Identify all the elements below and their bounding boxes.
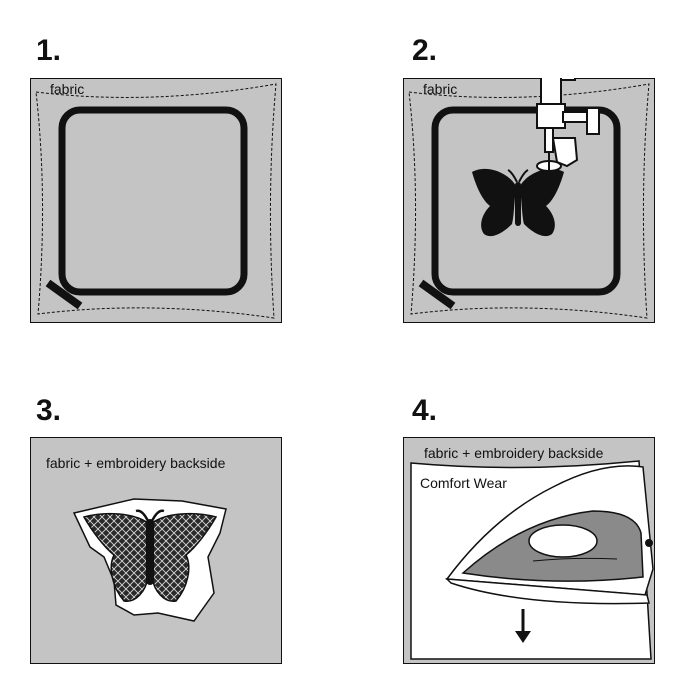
step-2-label: fabric xyxy=(423,81,458,97)
fabric-dashed-outline xyxy=(408,83,650,319)
arrow-down-icon xyxy=(515,609,531,643)
steam-iron-icon xyxy=(445,465,654,605)
fabric-dashed-outline xyxy=(35,83,277,319)
step-2-number: 2. xyxy=(412,34,438,67)
sewing-machine-foot-icon xyxy=(536,78,600,172)
step-3-label: fabric + embroidery backside xyxy=(46,455,226,471)
butterfly-icon xyxy=(472,168,564,237)
step-3-panel xyxy=(30,437,282,664)
step-4-label: fabric + embroidery backside xyxy=(424,445,604,461)
embroidery-hoop-icon xyxy=(45,106,248,310)
step-1-label: fabric xyxy=(50,81,85,97)
step-4-panel xyxy=(403,437,655,664)
step-4-number: 4. xyxy=(412,394,438,427)
step-1-panel xyxy=(30,78,282,323)
crosshatched-butterfly-icon xyxy=(72,498,227,622)
step-1-number: 1. xyxy=(36,34,62,67)
step-2-panel xyxy=(403,78,655,323)
step-4-sublabel: Comfort Wear xyxy=(420,475,507,491)
step-3-number: 3. xyxy=(36,394,62,427)
embroidery-hoop-icon xyxy=(418,106,621,310)
